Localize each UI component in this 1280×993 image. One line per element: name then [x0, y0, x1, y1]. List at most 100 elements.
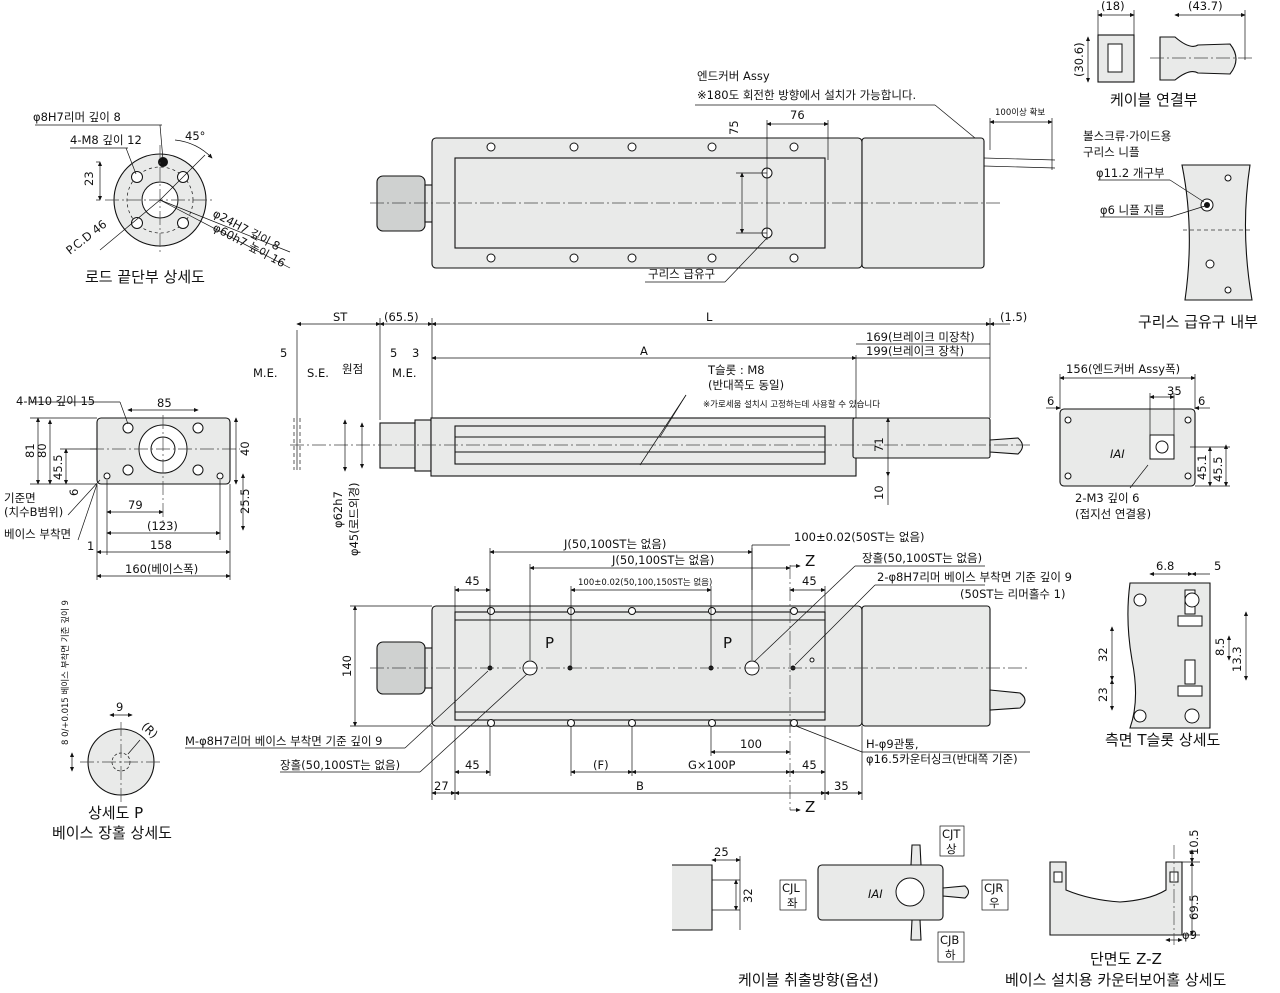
cjl-label: CJL	[782, 881, 800, 895]
tslot-dim-13-3: 13.3	[1230, 646, 1244, 672]
rod-end-detail: φ8H7리머 깊이 8 4-M8 깊이 12 45° 23 P.C.D 46 φ…	[33, 110, 291, 286]
top-view: 엔드커버 Assy ※180도 회전한 방향에서 설치가 가능합니다. 100이…	[370, 69, 1056, 283]
front-dim-85: 85	[157, 396, 172, 410]
mount-surface-label: 베이스 부착면	[4, 527, 71, 541]
rear-end-view: IAI 156(엔드커버 Assy폭) 35 6 6 45.1 45.5 2-M…	[1046, 362, 1230, 521]
front-dim-80: 80	[35, 443, 49, 458]
reamer-label: 2-φ8H7리머 베이스 부착면 기준 깊이 9	[877, 570, 1072, 584]
cjt-label: CJT	[942, 827, 961, 841]
front-dim-25-5: 25.5	[238, 488, 252, 514]
rear-dim-45-1: 45.1	[1195, 454, 1209, 480]
dim-5b: 5	[390, 346, 397, 360]
front-dim-40: 40	[238, 441, 252, 456]
bottom-dim-45d: 45	[802, 758, 817, 772]
cjr-label: CJR	[984, 881, 1003, 895]
front-dim-158: 158	[150, 538, 172, 552]
origin-label: 원점	[342, 362, 363, 376]
front-dim-1: 1	[87, 539, 94, 553]
rear-dim-45-5: 45.5	[1211, 456, 1225, 482]
tslot-label: T슬롯 : M8	[707, 363, 765, 377]
grease-label-2: 구리스 니플	[1083, 145, 1140, 159]
rear-logo: IAI	[1110, 447, 1125, 461]
grease-detail-title: 구리스 급유구 내부	[1138, 313, 1258, 331]
top-bolt-row	[486, 142, 799, 263]
section-title: 단면도 Z-Z	[1090, 950, 1162, 968]
rod-dim-23: 23	[82, 171, 96, 186]
section-z-z: 10.5 69.5 φ9 단면도 Z-Z 베이스 설치용 카운터보어홀 상세도	[1005, 829, 1227, 989]
grease-port-label: 구리스 급유구	[648, 267, 715, 281]
cjl-dir: 좌	[787, 896, 798, 910]
tol-label-2: 100±0.02(50,100,150ST는 없음)	[578, 578, 712, 588]
clearance-label: 100이상 확보	[995, 107, 1045, 118]
dim-A: A	[640, 344, 648, 358]
rod-pcd-label: P.C.D 46	[63, 217, 109, 257]
front-dim-45-5: 45.5	[51, 454, 65, 480]
tslot-detail-title: 측면 T슬롯 상세도	[1105, 731, 1220, 749]
cable-connection-title: 케이블 연결부	[1110, 91, 1198, 109]
front-dim-81: 81	[23, 443, 37, 458]
dim-G: G×100P	[688, 758, 735, 772]
cable-connection-detail: (18) (43.7) (30.6) 케이블 연결부	[1072, 0, 1255, 109]
bottom-dim-140: 140	[340, 655, 354, 677]
tslot-dim-32: 32	[1096, 647, 1110, 662]
tslot-dim-23: 23	[1096, 687, 1110, 702]
se-label: S.E.	[307, 366, 329, 380]
countersink-label: φ16.5카운터싱크(반대쪽 기준)	[866, 752, 1018, 766]
grease-port-detail: 볼스크류·가이드용 구리스 니플 φ11.2 개구부 φ6 니플 지름 구리스 …	[1083, 129, 1258, 331]
brake-on-label: 199(브레이크 장착)	[866, 344, 964, 358]
dim-35: 35	[834, 779, 849, 793]
dim-3: 3	[412, 346, 419, 360]
section-dim-phi9: φ9	[1182, 928, 1197, 942]
section-dim-69-5: 69.5	[1187, 894, 1201, 920]
slot-label-2: 장홀(50,100ST는 없음)	[280, 758, 400, 772]
grease-label-1: 볼스크류·가이드용	[1083, 129, 1171, 143]
dim-71: 71	[872, 437, 886, 452]
holes-label: H-φ9관통,	[866, 737, 919, 751]
dim-st: ST	[333, 310, 348, 324]
dim-27: 27	[434, 779, 449, 793]
detail-p: 9 (R) 8 0/+0.015 베이스 부착면 기준 깊이 9 상세도 P 베…	[52, 600, 172, 842]
grease-nipple: φ6 니플 지름	[1100, 203, 1165, 217]
me-label-2: M.E.	[392, 366, 417, 380]
tol-label-1: 100±0.02(50ST는 없음)	[794, 530, 925, 544]
rear-ground-label: (접지선 연결용)	[1075, 507, 1151, 521]
cable-logo: IAI	[868, 887, 883, 901]
z-mark-bottom: Z	[805, 798, 815, 816]
dim-L: L	[706, 310, 713, 324]
dim-5a: 5	[280, 346, 287, 360]
dim-75: 75	[727, 120, 741, 135]
tslot-note: ※가로세움 설치시 고정하는데 사용할 수 있습니다	[703, 399, 880, 410]
cable-dim-18: (18)	[1101, 0, 1125, 13]
cjr-dir: 우	[989, 896, 1000, 910]
ref-surface-label-2: (치수B범위)	[4, 505, 63, 519]
dim-B: B	[636, 779, 644, 793]
bottom-dim-100: 100	[740, 737, 762, 751]
m-reamer-label: M-φ8H7리머 베이스 부착면 기준 깊이 9	[185, 734, 383, 748]
bottom-dim-45a: 45	[465, 574, 480, 588]
bottom-dim-45c: 45	[465, 758, 480, 772]
dim-76: 76	[790, 108, 805, 122]
j-label-1: J(50,100ST는 없음)	[563, 537, 666, 551]
front-dim-6: 6	[67, 489, 81, 496]
rod-reamer-label: φ8H7리머 깊이 8	[33, 110, 121, 124]
z-mark-top: Z	[805, 552, 815, 570]
rod-angle-label: 45°	[185, 129, 205, 143]
cjb-dir: 하	[945, 948, 956, 962]
cable-direction-title: 케이블 취출방향(옵션)	[738, 971, 879, 989]
endcover-label: 엔드커버 Assy	[697, 69, 770, 83]
rod-tap-label: 4-M8 깊이 12	[70, 133, 142, 147]
j-label-2: J(50,100ST는 없음)	[611, 553, 714, 567]
front-tap-label: 4-M10 깊이 15	[16, 394, 95, 408]
cable-dir-25: 25	[714, 845, 729, 859]
front-dim-160: 160(베이스폭)	[125, 562, 198, 576]
cable-direction-option: IAI 25 32 CJT 상 CJL 좌 CJR 우 CJB 하 케이블 취출…	[672, 825, 1009, 989]
section-subtitle: 베이스 설치용 카운터보어홀 상세도	[1005, 971, 1227, 989]
rod-detail-title: 로드 끝단부 상세도	[85, 268, 205, 286]
cjt-dir: 상	[946, 842, 957, 856]
cable-dir-32: 32	[741, 888, 755, 903]
rear-dim-6b: 6	[1198, 394, 1205, 408]
reamer-label-2: (50ST는 리머홀수 1)	[960, 587, 1065, 601]
side-view: ST (65.5) L (1.5) 5 M.E. S.E. 원점 5 3 M.E…	[253, 310, 1030, 556]
grease-opening: φ11.2 개구부	[1096, 166, 1165, 180]
